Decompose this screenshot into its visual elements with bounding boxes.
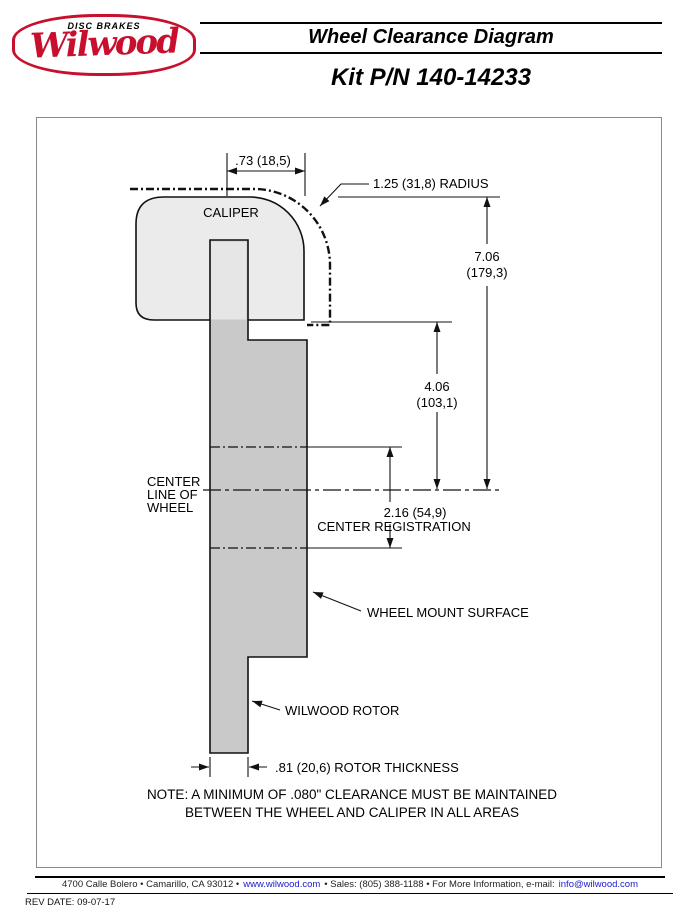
- rotor-hat-shape: [209, 239, 308, 754]
- rotor-slot-section: [211, 241, 247, 320]
- caliper-label: CALIPER: [203, 205, 259, 220]
- footer-rule-bottom: [27, 893, 673, 894]
- dim-overhang-label: .73 (18,5): [235, 153, 291, 168]
- wheel-clearance-diagram: CALIPER .73 (18,5) 1.25 (31,8) RADIUS 7.…: [36, 117, 662, 868]
- centerline-label-line2: LINE OF: [147, 487, 198, 502]
- dim-thickness-extension-lines: [209, 757, 249, 777]
- footer-website-link[interactable]: www.wilwood.com: [243, 879, 321, 890]
- registration-chain-lines: [210, 446, 307, 549]
- dim-registration-label: 2.16 (54,9): [384, 505, 447, 520]
- footer-contact-line: 4700 Calle Bolero • Camarillo, CA 93012 …: [0, 879, 700, 890]
- wheel-mount-label: WHEEL MOUNT SURFACE: [367, 605, 529, 620]
- dim-radius-label: 1.25 (31,8) RADIUS: [373, 176, 489, 191]
- registration-caption: CENTER REGISTRATION: [317, 519, 471, 534]
- diagram-border: [36, 117, 662, 868]
- note-line2: BETWEEN THE WHEEL AND CALIPER IN ALL ARE…: [185, 805, 519, 820]
- dim-overall-mm: (179,3): [466, 265, 507, 280]
- rotor-leader-arrow: [251, 700, 281, 711]
- title-rule-top: [200, 22, 662, 24]
- rotor-label: WILWOOD ROTOR: [285, 703, 399, 718]
- dim-mount-mm: (103,1): [416, 395, 457, 410]
- clearance-boundary-line: [130, 187, 332, 327]
- wheel-mount-leader-arrow: [312, 591, 362, 612]
- registration-extension-lines: [307, 446, 402, 549]
- wilwood-logo: DISC BRAKES Wilwood: [12, 14, 196, 76]
- dim-mount-inches: 4.06: [424, 379, 449, 394]
- dim-overhang-extension-lines: [226, 153, 306, 196]
- title-rule-bottom: [200, 52, 662, 54]
- rev-date: REV DATE: 09-07-17: [25, 897, 116, 906]
- footer-rule-top: [35, 876, 665, 878]
- centerline-label-line3: WHEEL: [147, 500, 193, 515]
- note-line1: NOTE: A MINIMUM OF .080" CLEARANCE MUST …: [147, 787, 557, 802]
- dim-thickness-label: .81 (20,6) ROTOR THICKNESS: [275, 760, 459, 775]
- footer-address: 4700 Calle Bolero • Camarillo, CA 93012 …: [61, 879, 240, 890]
- logo-tagline: DISC BRAKES: [67, 21, 141, 31]
- page-title: Wheel Clearance Diagram: [308, 26, 554, 48]
- logo-brand-script: Wilwood: [29, 21, 179, 67]
- radius-leader-arrow: [319, 183, 369, 207]
- kit-part-number: Kit P/N 140-14233: [330, 64, 532, 91]
- dim-mount-text-backer: [410, 376, 464, 410]
- footer-email-link[interactable]: info@wilwood.com: [558, 879, 638, 890]
- dim-overall-inches: 7.06: [474, 249, 499, 264]
- centerline-label-line1: CENTER: [147, 474, 200, 489]
- footer-sales-info: • Sales: (805) 388-1188 • For More Infor…: [324, 879, 555, 890]
- dim-overall-text-backer: [459, 246, 515, 282]
